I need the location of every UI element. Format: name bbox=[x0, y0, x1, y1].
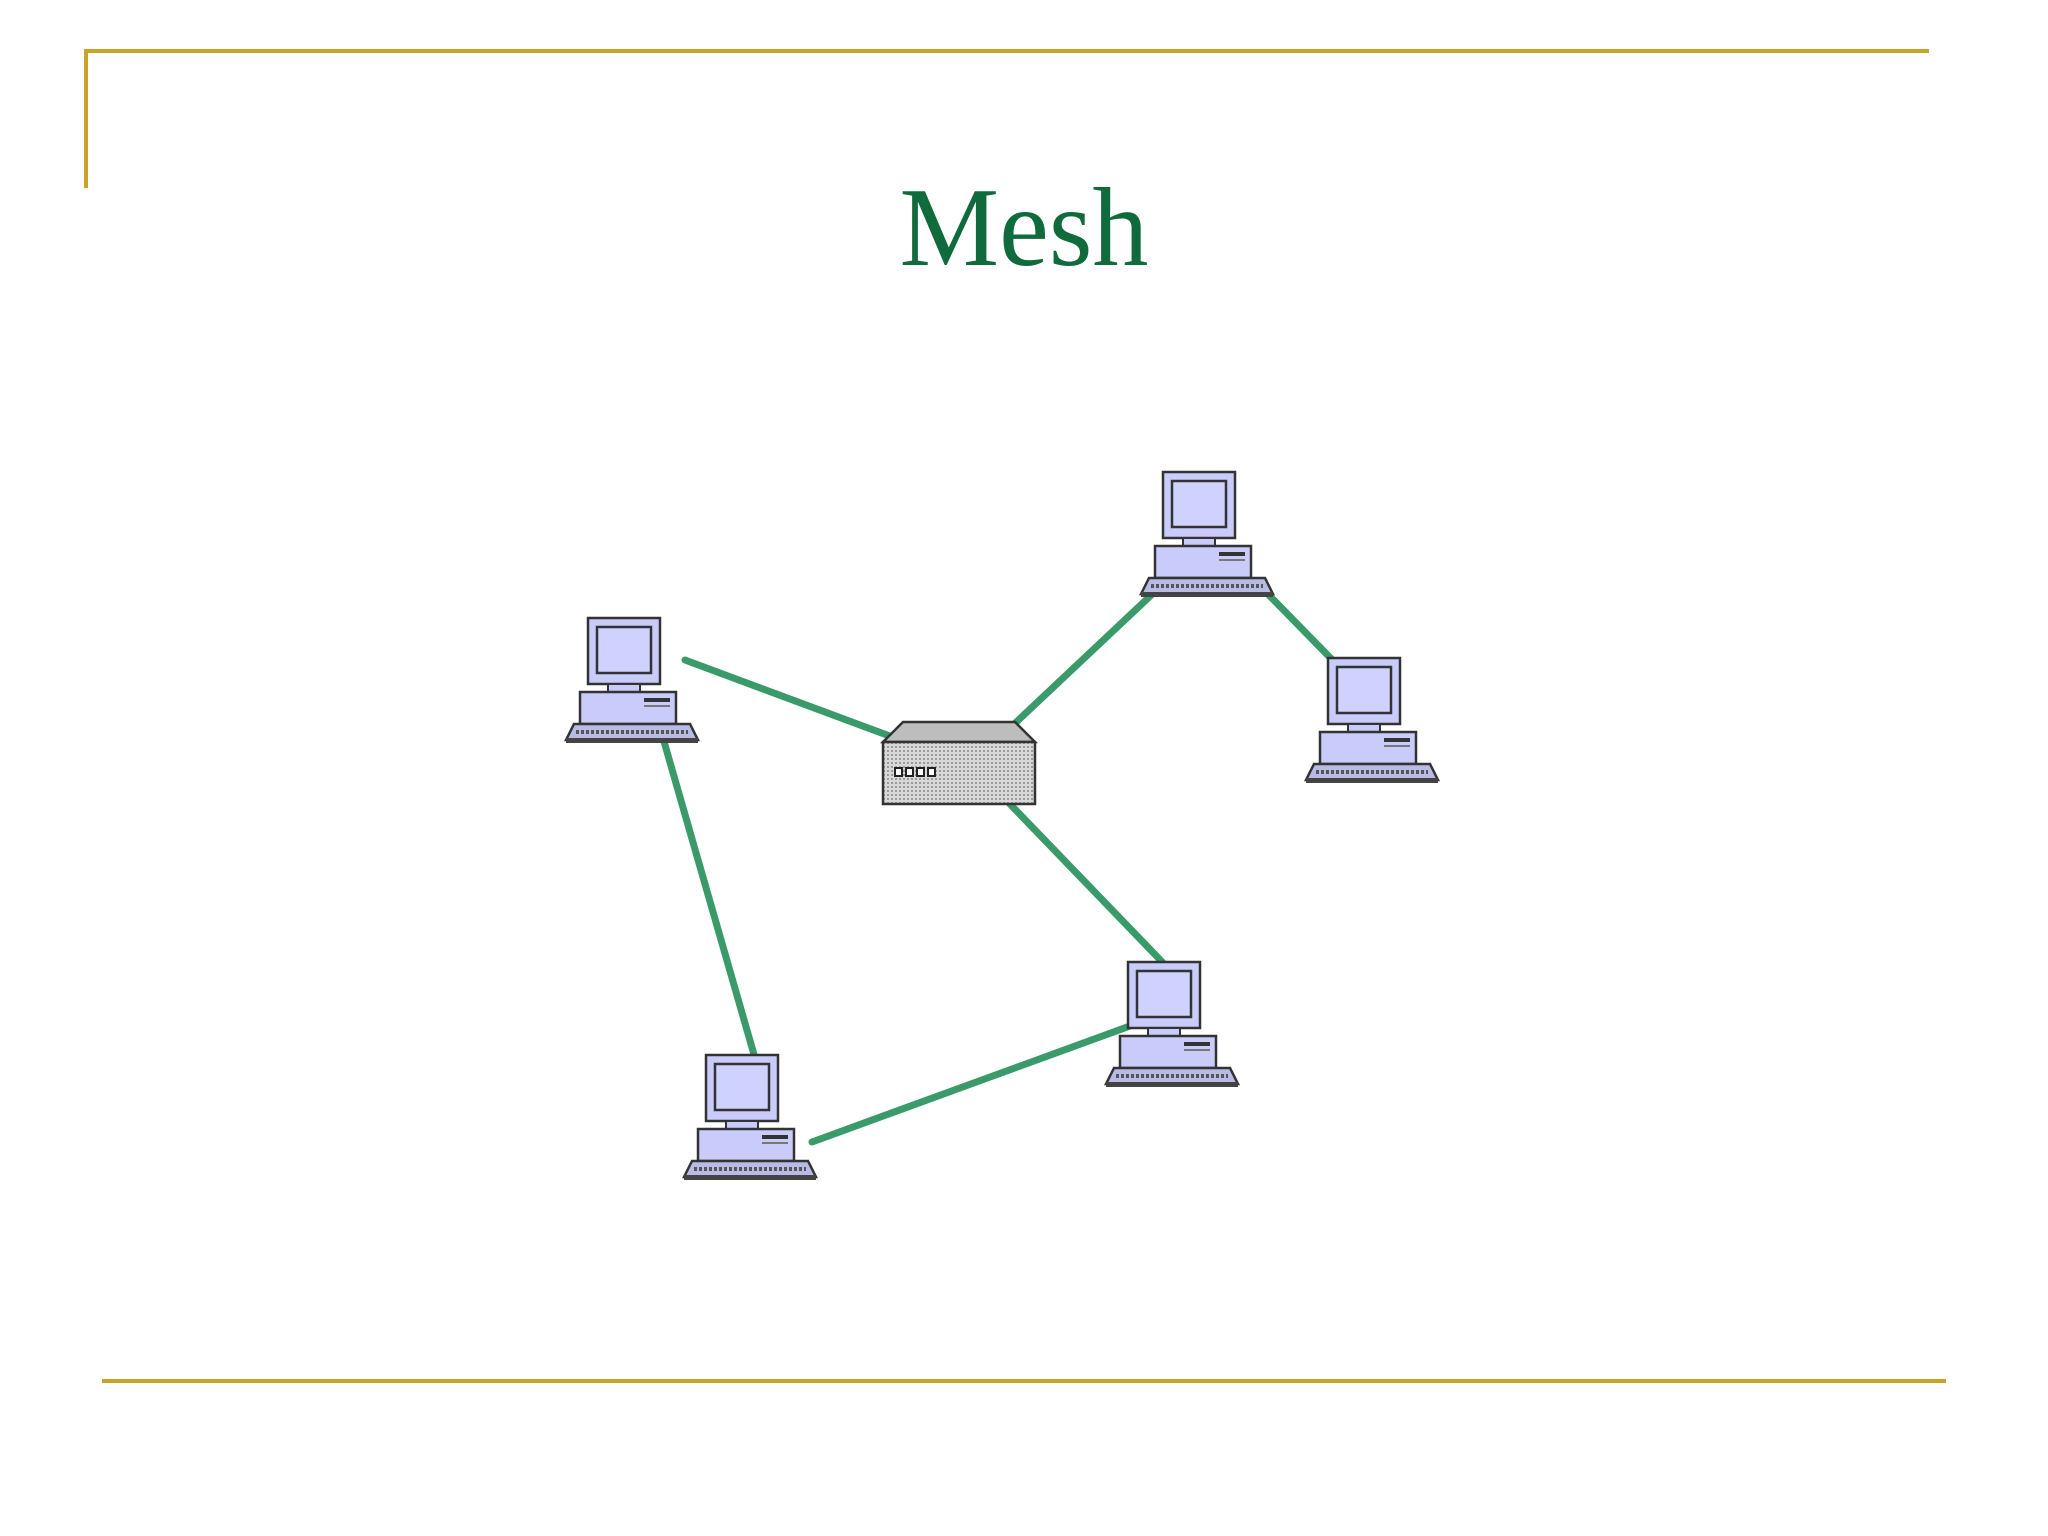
desktop-computer-icon bbox=[1303, 656, 1441, 783]
link-pc-bottom-left-to-pc-bottom-right bbox=[808, 1011, 1164, 1146]
hub-device bbox=[879, 720, 1039, 806]
network-hub-icon bbox=[879, 720, 1039, 806]
slide-title: Mesh bbox=[899, 166, 1149, 291]
links-layer bbox=[659, 564, 1356, 1146]
link-pc-left-to-pc-bottom-left bbox=[659, 734, 759, 1062]
frame-left-rule bbox=[84, 49, 88, 188]
frame-top-rule bbox=[84, 49, 1929, 53]
computer-bottom-left bbox=[681, 1053, 819, 1180]
desktop-computer-icon bbox=[1103, 960, 1241, 1087]
devices-layer bbox=[563, 470, 1441, 1180]
computer-top-right bbox=[1138, 470, 1276, 597]
link-pc-left-to-hub bbox=[681, 656, 899, 742]
computer-left bbox=[563, 616, 701, 743]
desktop-computer-icon bbox=[681, 1053, 819, 1180]
frame-bottom-rule bbox=[102, 1379, 1946, 1383]
computer-bottom-right bbox=[1103, 960, 1241, 1087]
desktop-computer-icon bbox=[563, 616, 701, 743]
computer-far-right bbox=[1303, 656, 1441, 783]
link-hub-to-pc-bottom-right bbox=[1004, 798, 1172, 972]
desktop-computer-icon bbox=[1138, 470, 1276, 597]
